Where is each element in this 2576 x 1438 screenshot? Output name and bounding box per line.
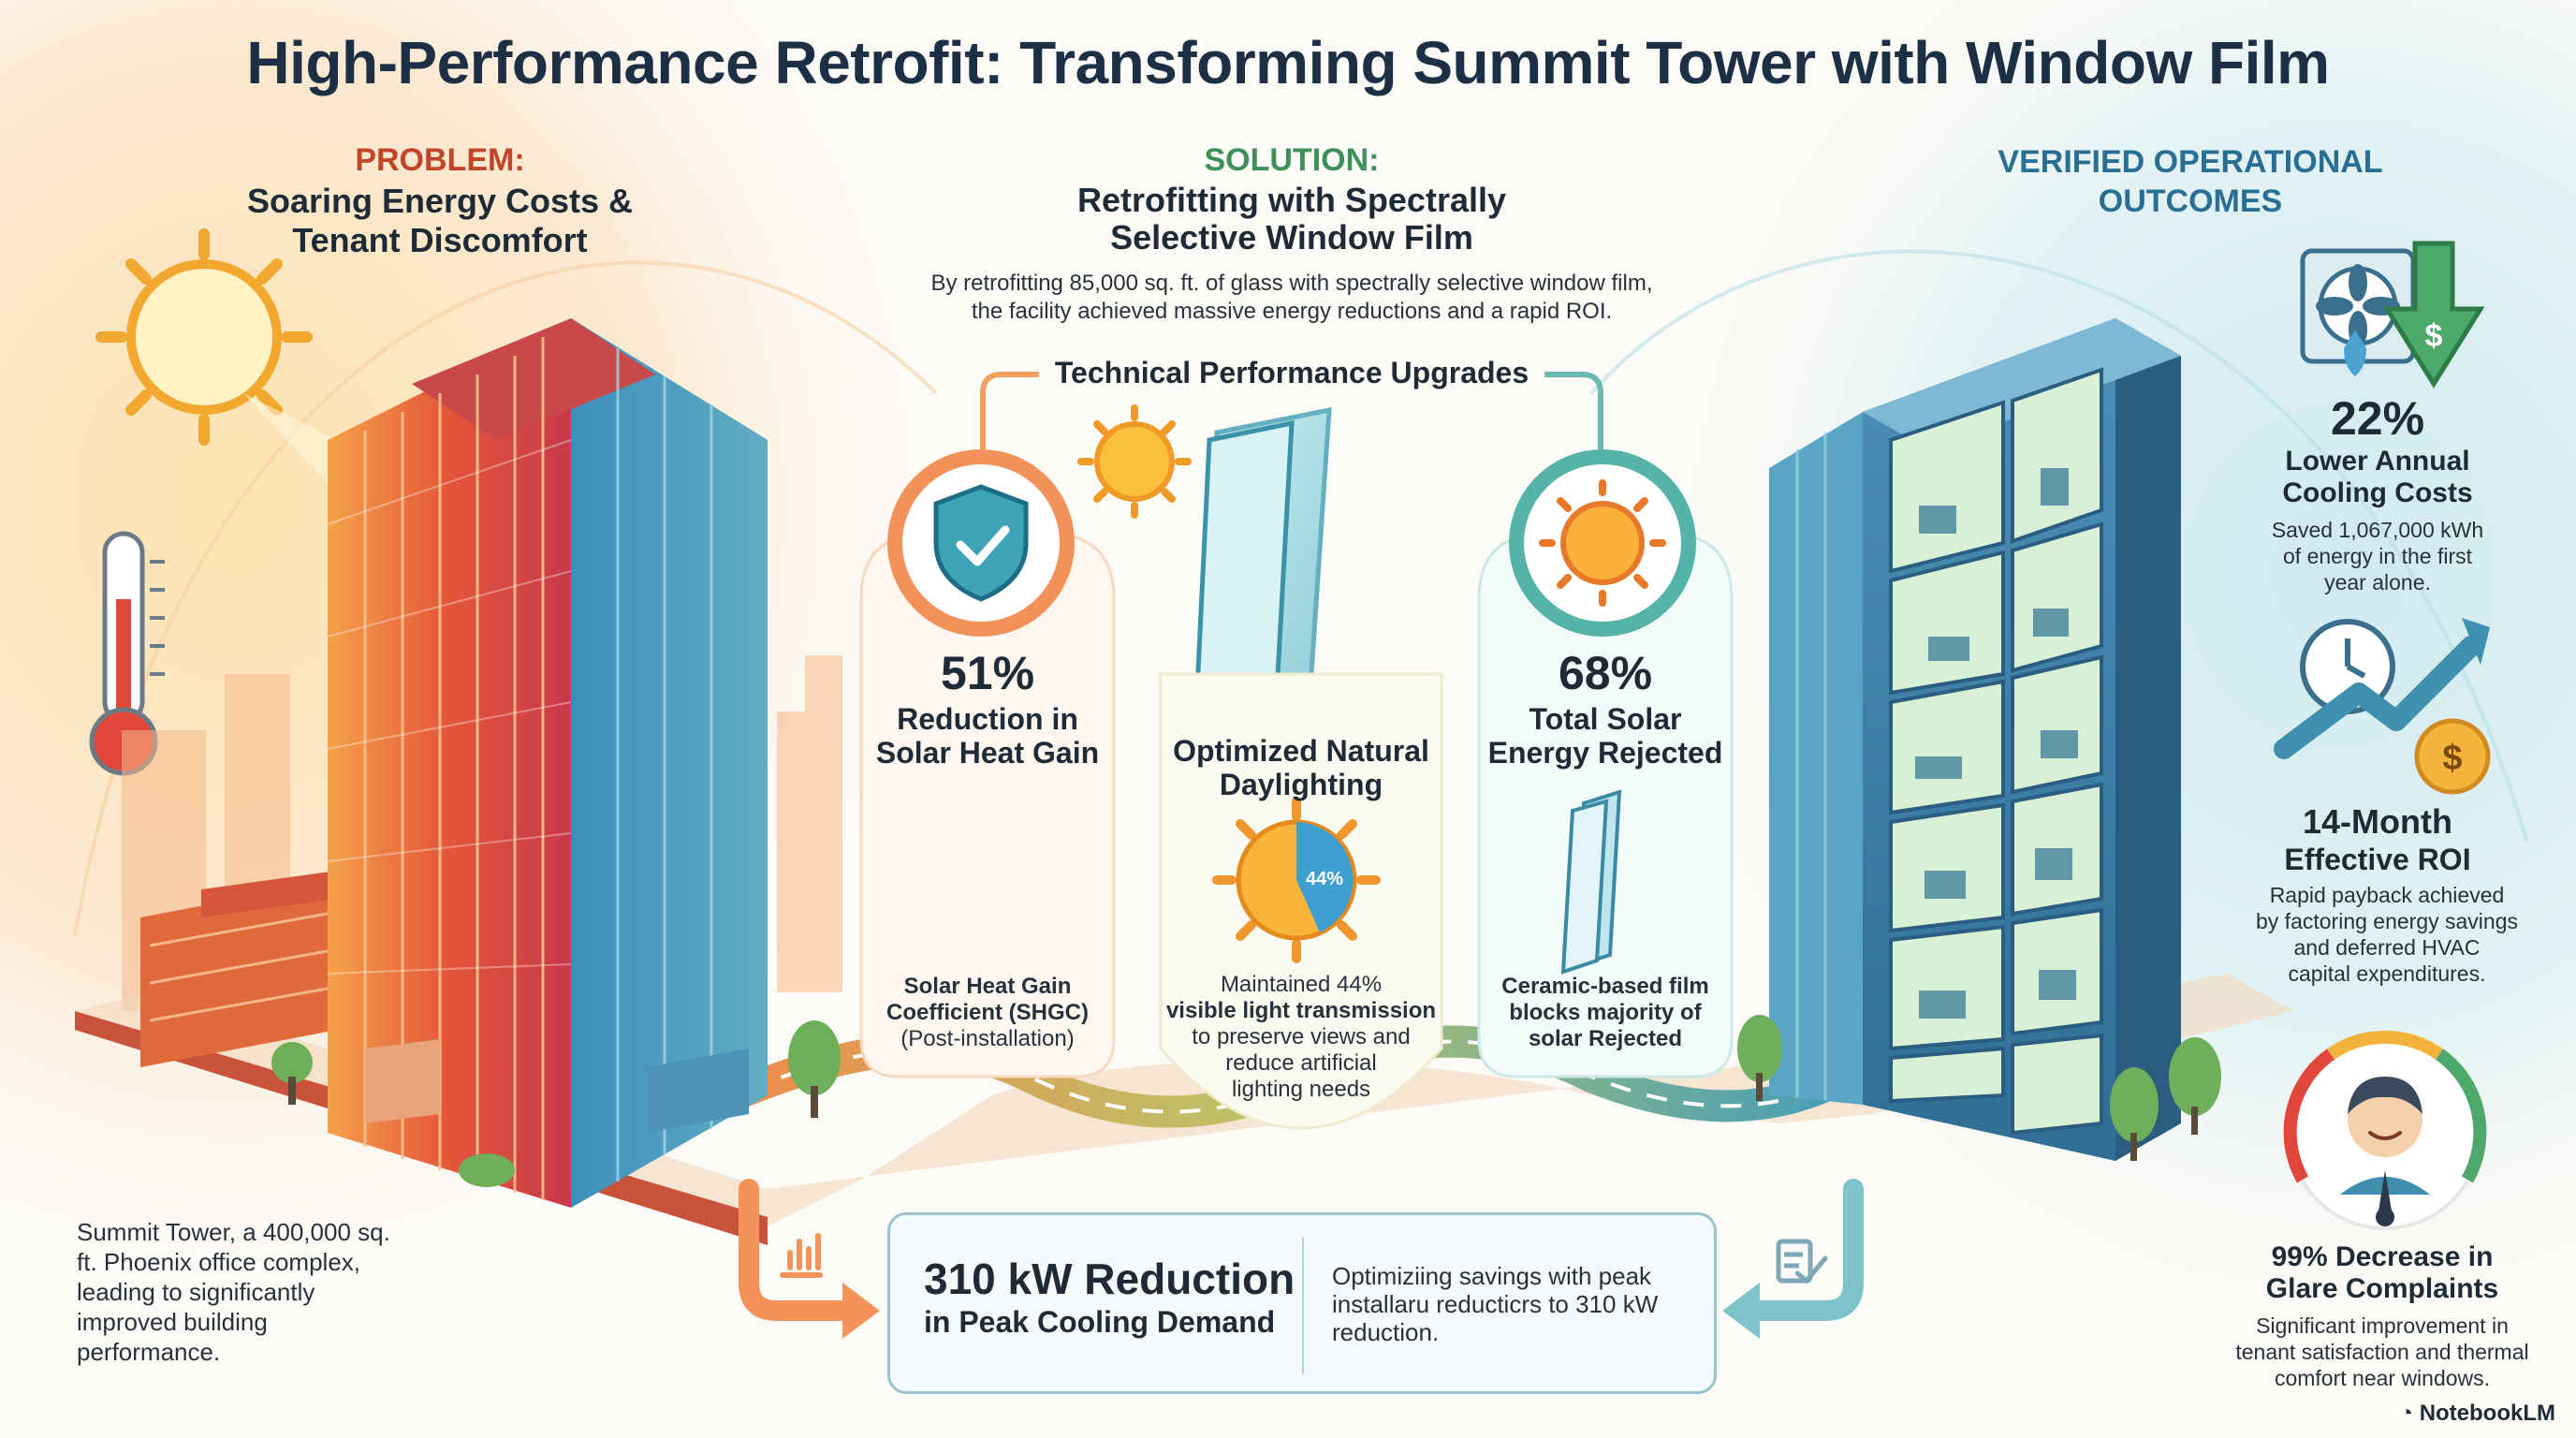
peak-demand-card: 310 kW Reduction in Peak Cooling Demand …	[887, 1212, 1717, 1394]
window-film-glass-icon	[1193, 406, 1332, 715]
summit-tower-before	[327, 318, 768, 1208]
cooling-note: Saved 1,067,000 kWh of energy in the fir…	[2271, 518, 2484, 594]
roi-growth-icon: $	[2274, 618, 2491, 795]
roi-note: Rapid payback achieved by factoring ener…	[2256, 883, 2518, 986]
daylight-sun-icon	[1212, 797, 1381, 963]
peak-divider	[1302, 1238, 1304, 1374]
shgc-note: Solar Heat Gain Coefficient (SHGC) (Post…	[886, 974, 1089, 1051]
glare-label: 99% Decrease in Glare Complaints	[2265, 1241, 2499, 1304]
daylight-note: Maintained 44% visible light transmissio…	[1165, 972, 1437, 1102]
outcomes-heading: VERIFIED OPERATIONAL OUTCOMES	[1998, 144, 2383, 219]
solution-description: By retrofitting 85,000 sq. ft. of glass …	[930, 271, 1653, 324]
summit-tower-after	[1769, 318, 2181, 1161]
upgrades-title: Technical Performance Upgrades	[1054, 356, 1530, 389]
shield-check-icon	[887, 449, 1075, 637]
problem-label: PROBLEM:	[355, 142, 525, 178]
notebooklm-brand: ◔ NotebookLM	[2399, 1401, 2555, 1426]
bar-chart-icon	[780, 1233, 823, 1278]
cooling-value: 22%	[2330, 392, 2425, 445]
tree-icon	[788, 1020, 841, 1118]
daylight-badge: 44%	[1305, 869, 1344, 889]
arrow-left-icon	[1722, 1179, 1864, 1339]
shgc-label: Reduction in Solar Heat Gain	[875, 702, 1100, 770]
svg-text:$: $	[2442, 739, 2462, 778]
cooling-label: Lower Annual Cooling Costs	[2282, 446, 2473, 508]
sun-icon	[95, 228, 313, 446]
arrow-right-icon	[739, 1179, 880, 1339]
peak-note: Optimiziing savings with peak installaru…	[1332, 1262, 1659, 1346]
solution-heading: Retrofitting with Spectrally Selective W…	[1076, 181, 1507, 257]
page-title: High-Performance Retrofit: Transforming …	[246, 29, 2330, 96]
roi-label: 14-Month Effective ROI	[2284, 802, 2471, 877]
tree-icon	[1737, 1015, 1782, 1101]
tree-icon	[2110, 1067, 2159, 1161]
ceramic-film-icon	[1560, 789, 1622, 975]
notebooklm-logo-icon: ◔	[2399, 1401, 2420, 1426]
problem-heading: Soaring Energy Costs & Tenant Discomfort	[246, 182, 634, 259]
tree-icon	[2169, 1037, 2221, 1135]
sun-icon	[1077, 404, 1192, 519]
solar-value: 68%	[1558, 647, 1653, 699]
shgc-value: 51%	[940, 647, 1035, 699]
sun-badge-icon	[1509, 449, 1696, 637]
glare-gauge-icon	[2283, 1030, 2487, 1230]
solar-note: Ceramic-based film blocks majority of so…	[1501, 974, 1709, 1051]
problem-description: Summit Tower, a 400,000 sq. ft. Phoenix …	[77, 1218, 390, 1366]
solution-label: SOLUTION:	[1204, 142, 1380, 178]
cooling-cost-icon: $	[2300, 241, 2485, 389]
low-building	[140, 871, 337, 1067]
daylight-label: Optimized Natural Daylighting	[1173, 734, 1429, 801]
glare-note: Significant improvement in tenant satisf…	[2235, 1313, 2529, 1390]
solar-label: Total Solar Energy Rejected	[1487, 702, 1723, 770]
tree-icon	[271, 1042, 313, 1105]
svg-text:$: $	[2425, 318, 2443, 354]
peak-value: 310 kW Reduction in Peak Cooling Demand	[924, 1255, 1295, 1339]
checklist-icon	[1776, 1239, 1828, 1284]
